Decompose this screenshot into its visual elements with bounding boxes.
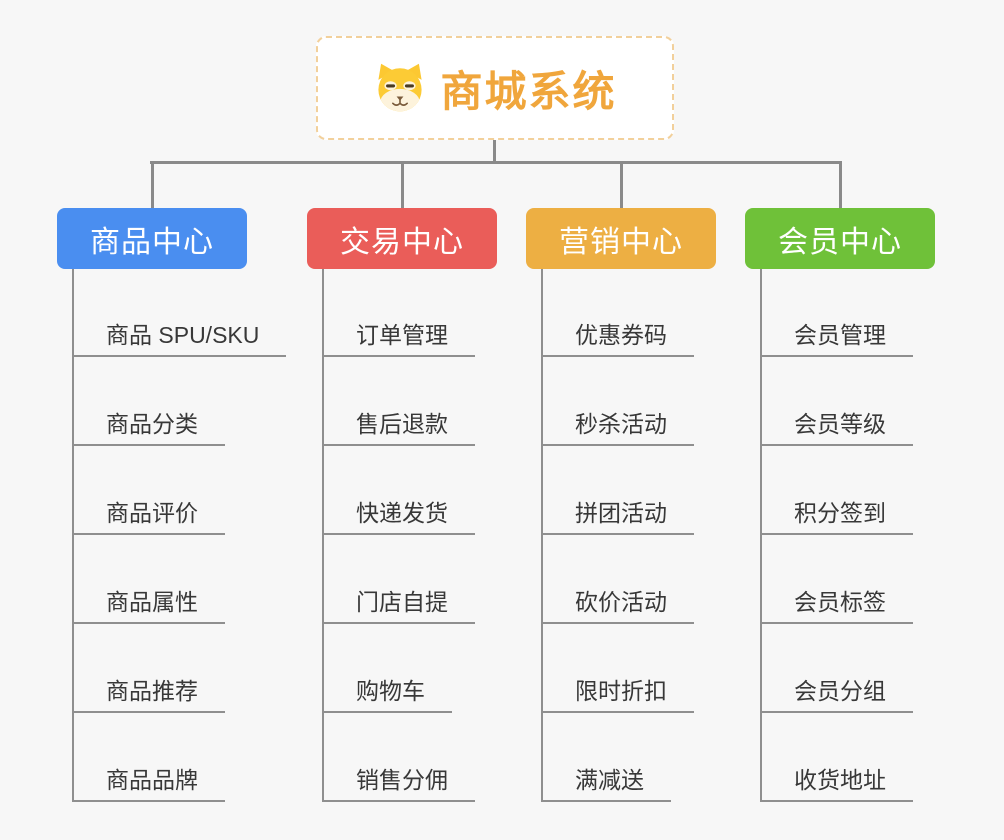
connector-trunk <box>322 269 324 802</box>
child-node[interactable]: 快递发货 <box>322 487 475 535</box>
connector-drop <box>150 161 154 209</box>
child-node-label: 商品品牌 <box>106 767 198 793</box>
connector-trunk <box>541 269 543 802</box>
child-node[interactable]: 门店自提 <box>322 576 475 624</box>
child-node-label: 商品分类 <box>106 411 198 437</box>
connector-trunk <box>72 269 74 802</box>
child-node[interactable]: 售后退款 <box>322 398 475 446</box>
branch-marketing-center[interactable]: 营销中心 <box>526 208 716 269</box>
child-node[interactable]: 满减送 <box>541 754 671 802</box>
child-node[interactable]: 商品属性 <box>72 576 225 624</box>
branch-trade-center[interactable]: 交易中心 <box>307 208 497 269</box>
child-node[interactable]: 商品推荐 <box>72 665 225 713</box>
connector-root-stub <box>493 140 496 163</box>
child-node-label: 购物车 <box>356 678 425 704</box>
child-node-label: 收货地址 <box>794 767 886 793</box>
child-node[interactable]: 秒杀活动 <box>541 398 694 446</box>
child-node[interactable]: 订单管理 <box>322 309 475 357</box>
connector-trunk <box>760 269 762 802</box>
child-node-label: 砍价活动 <box>575 589 667 615</box>
connector-rail <box>150 161 841 164</box>
child-node-label: 商品 SPU/SKU <box>106 322 260 348</box>
child-node[interactable]: 会员管理 <box>760 309 913 357</box>
child-node-label: 优惠券码 <box>575 322 667 348</box>
child-node-label: 拼团活动 <box>575 500 667 526</box>
child-node-label: 秒杀活动 <box>575 411 667 437</box>
root-title: 商城系统 <box>440 67 617 115</box>
child-node-label: 会员分组 <box>794 678 886 704</box>
branch-product-center[interactable]: 商品中心 <box>57 208 247 269</box>
child-node[interactable]: 销售分佣 <box>322 754 475 802</box>
child-node-label: 商品属性 <box>106 589 198 615</box>
child-node-label: 满减送 <box>575 767 644 793</box>
child-node[interactable]: 砍价活动 <box>541 576 694 624</box>
child-node[interactable]: 会员分组 <box>760 665 913 713</box>
child-node-label: 积分签到 <box>794 500 886 526</box>
child-node-label: 售后退款 <box>356 411 448 437</box>
child-node[interactable]: 优惠券码 <box>541 309 694 357</box>
connector-drop <box>838 161 842 209</box>
child-node-label: 会员管理 <box>794 322 886 348</box>
child-node[interactable]: 收货地址 <box>760 754 913 802</box>
root-node[interactable]: 商城系统 <box>316 36 674 140</box>
branch-member-center[interactable]: 会员中心 <box>745 208 935 269</box>
child-node-label: 销售分佣 <box>356 767 448 793</box>
child-node-label: 会员等级 <box>794 411 886 437</box>
child-node[interactable]: 限时折扣 <box>541 665 694 713</box>
child-node[interactable]: 商品品牌 <box>72 754 225 802</box>
child-node[interactable]: 商品 SPU/SKU <box>72 309 287 357</box>
child-node-label: 限时折扣 <box>575 678 667 704</box>
child-node-label: 商品推荐 <box>106 678 198 704</box>
child-node-label: 门店自提 <box>356 589 448 615</box>
child-node[interactable]: 积分签到 <box>760 487 913 535</box>
shiba-dog-logo-icon <box>378 63 423 112</box>
child-node[interactable]: 商品评价 <box>72 487 225 535</box>
connector-drop <box>619 161 623 209</box>
connector-drop <box>400 161 404 209</box>
child-node[interactable]: 会员等级 <box>760 398 913 446</box>
child-node[interactable]: 拼团活动 <box>541 487 694 535</box>
child-node-label: 订单管理 <box>356 322 448 348</box>
child-node-label: 会员标签 <box>794 589 886 615</box>
child-node-label: 快递发货 <box>356 500 448 526</box>
child-node[interactable]: 会员标签 <box>760 576 913 624</box>
child-node[interactable]: 购物车 <box>322 665 452 713</box>
child-node-label: 商品评价 <box>106 500 198 526</box>
child-node[interactable]: 商品分类 <box>72 398 225 446</box>
